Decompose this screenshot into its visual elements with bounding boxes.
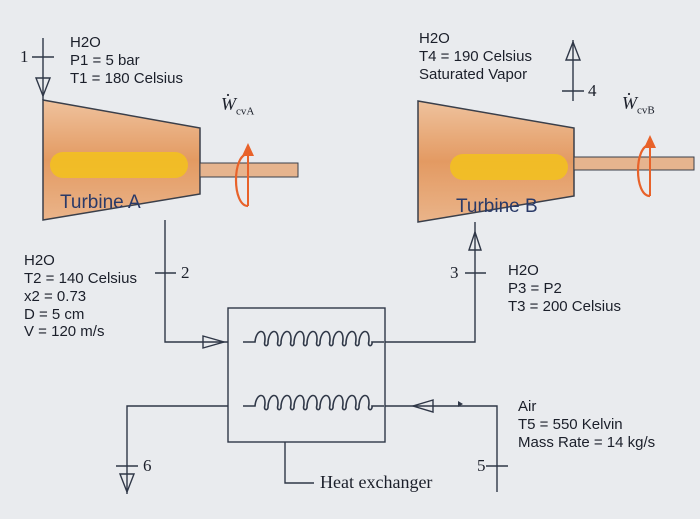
state-number-4: 4 bbox=[588, 81, 597, 100]
state-5-mass-rate: Mass Rate = 14 kg/s bbox=[518, 434, 656, 451]
turbine-b-work-label: WcvB· bbox=[622, 84, 655, 117]
state-4-temperature: T4 = 190 Celsius bbox=[419, 48, 532, 65]
state-number-3: 3 bbox=[450, 263, 459, 282]
turbine-b-band bbox=[450, 154, 568, 180]
state-1-pressure: P1 = 5 bar bbox=[70, 52, 140, 69]
turbine-b-shaft bbox=[573, 156, 695, 171]
state-number-6: 6 bbox=[143, 456, 152, 475]
turbine-b-label: Turbine B bbox=[456, 196, 538, 217]
stream-3-arrow bbox=[468, 229, 482, 251]
state-2-diameter: D = 5 cm bbox=[24, 306, 85, 323]
hx-upper-coil bbox=[243, 330, 384, 347]
turbine-a-work-label: WcvA· bbox=[221, 85, 255, 118]
turbine-a-work-subscript: cvA bbox=[236, 105, 255, 118]
stream-6-pipe bbox=[126, 405, 228, 494]
piping bbox=[32, 38, 584, 494]
state-4-state: Saturated Vapor bbox=[419, 66, 528, 83]
stream-2-pipe bbox=[164, 220, 228, 343]
stream-4-arrow bbox=[564, 40, 582, 61]
heat-exchanger-label: Heat exchanger bbox=[320, 472, 433, 492]
heat-exchanger-leader bbox=[284, 442, 314, 484]
turbine-a-rotation-arrow bbox=[234, 152, 249, 208]
turbine-a bbox=[42, 99, 299, 221]
stream-2-arrow bbox=[202, 335, 227, 349]
stream-5-pipe bbox=[385, 405, 498, 492]
state-number-1: 1 bbox=[20, 47, 29, 66]
state-5-fluid: Air bbox=[518, 398, 537, 415]
stream-3-pipe bbox=[385, 222, 476, 343]
stream-6-arrow bbox=[118, 473, 136, 494]
state-1-temperature: T1 = 180 Celsius bbox=[70, 70, 183, 87]
state-2-temperature: T2 = 140 Celsius bbox=[24, 270, 137, 287]
state-2-quality: x2 = 0.73 bbox=[24, 288, 87, 305]
stream-1-arrow bbox=[34, 77, 52, 98]
state-3-temperature: T3 = 200 Celsius bbox=[508, 298, 621, 315]
state-4-fluid: H2O bbox=[419, 30, 450, 47]
state-number-5: 5 bbox=[477, 456, 486, 475]
state-number-2: 2 bbox=[181, 263, 190, 282]
heat-exchanger-box bbox=[227, 307, 386, 443]
cursor-icon bbox=[458, 401, 463, 407]
state-1-fluid: H2O bbox=[70, 34, 101, 51]
turbine-a-work-symbol: W bbox=[221, 94, 236, 114]
turbine-b bbox=[417, 100, 695, 223]
turbine-a-band bbox=[50, 152, 188, 178]
turbine-b-work-symbol: W bbox=[622, 93, 637, 113]
heat-exchanger-coils bbox=[243, 330, 384, 411]
stream-5-arrow bbox=[410, 399, 434, 413]
state-2-velocity: V = 120 m/s bbox=[24, 323, 105, 340]
turbine-b-work-subscript: cvB bbox=[637, 104, 655, 117]
state-3-fluid: H2O bbox=[508, 262, 539, 279]
turbine-a-rotation-arrowhead bbox=[242, 143, 254, 156]
hx-lower-coil bbox=[243, 394, 384, 411]
turbine-b-rotation-arrowhead bbox=[644, 135, 656, 148]
state-2-fluid: H2O bbox=[24, 252, 55, 269]
state-3-pressure: P3 = P2 bbox=[508, 280, 562, 297]
state-5-temperature: T5 = 550 Kelvin bbox=[518, 416, 623, 433]
turbine-a-label: Turbine A bbox=[60, 192, 141, 213]
